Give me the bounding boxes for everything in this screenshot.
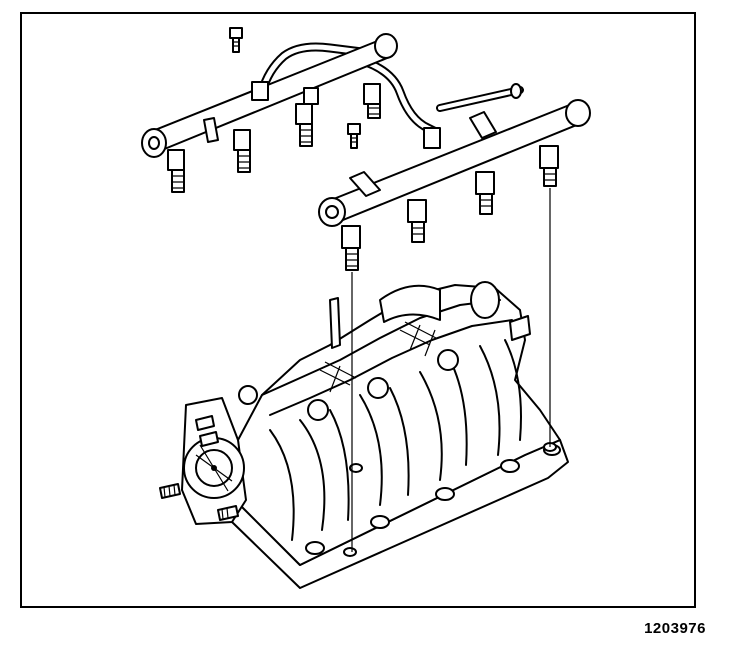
- fuel-crossover-line: [257, 42, 524, 137]
- injector-right-1: [341, 225, 361, 271]
- injector-left-4: [363, 83, 381, 119]
- injector-right-2: [407, 199, 427, 243]
- injector-right-3: [475, 171, 495, 215]
- injector-left-1: [167, 149, 185, 193]
- throttle-body: [159, 397, 247, 525]
- fuel-rail-right: [318, 99, 591, 271]
- injector-alignment-lines: [351, 188, 551, 552]
- intake-manifold: [231, 281, 569, 589]
- injector-right-4: [539, 145, 559, 187]
- fuel-rail-left: [141, 33, 398, 193]
- rail-bolt-middle: [347, 123, 361, 149]
- injector-left-2: [233, 129, 251, 173]
- rail-bolt-upper: [229, 27, 243, 53]
- injector-left-3: [295, 103, 313, 147]
- figure-reference-number: 1203976: [644, 620, 706, 637]
